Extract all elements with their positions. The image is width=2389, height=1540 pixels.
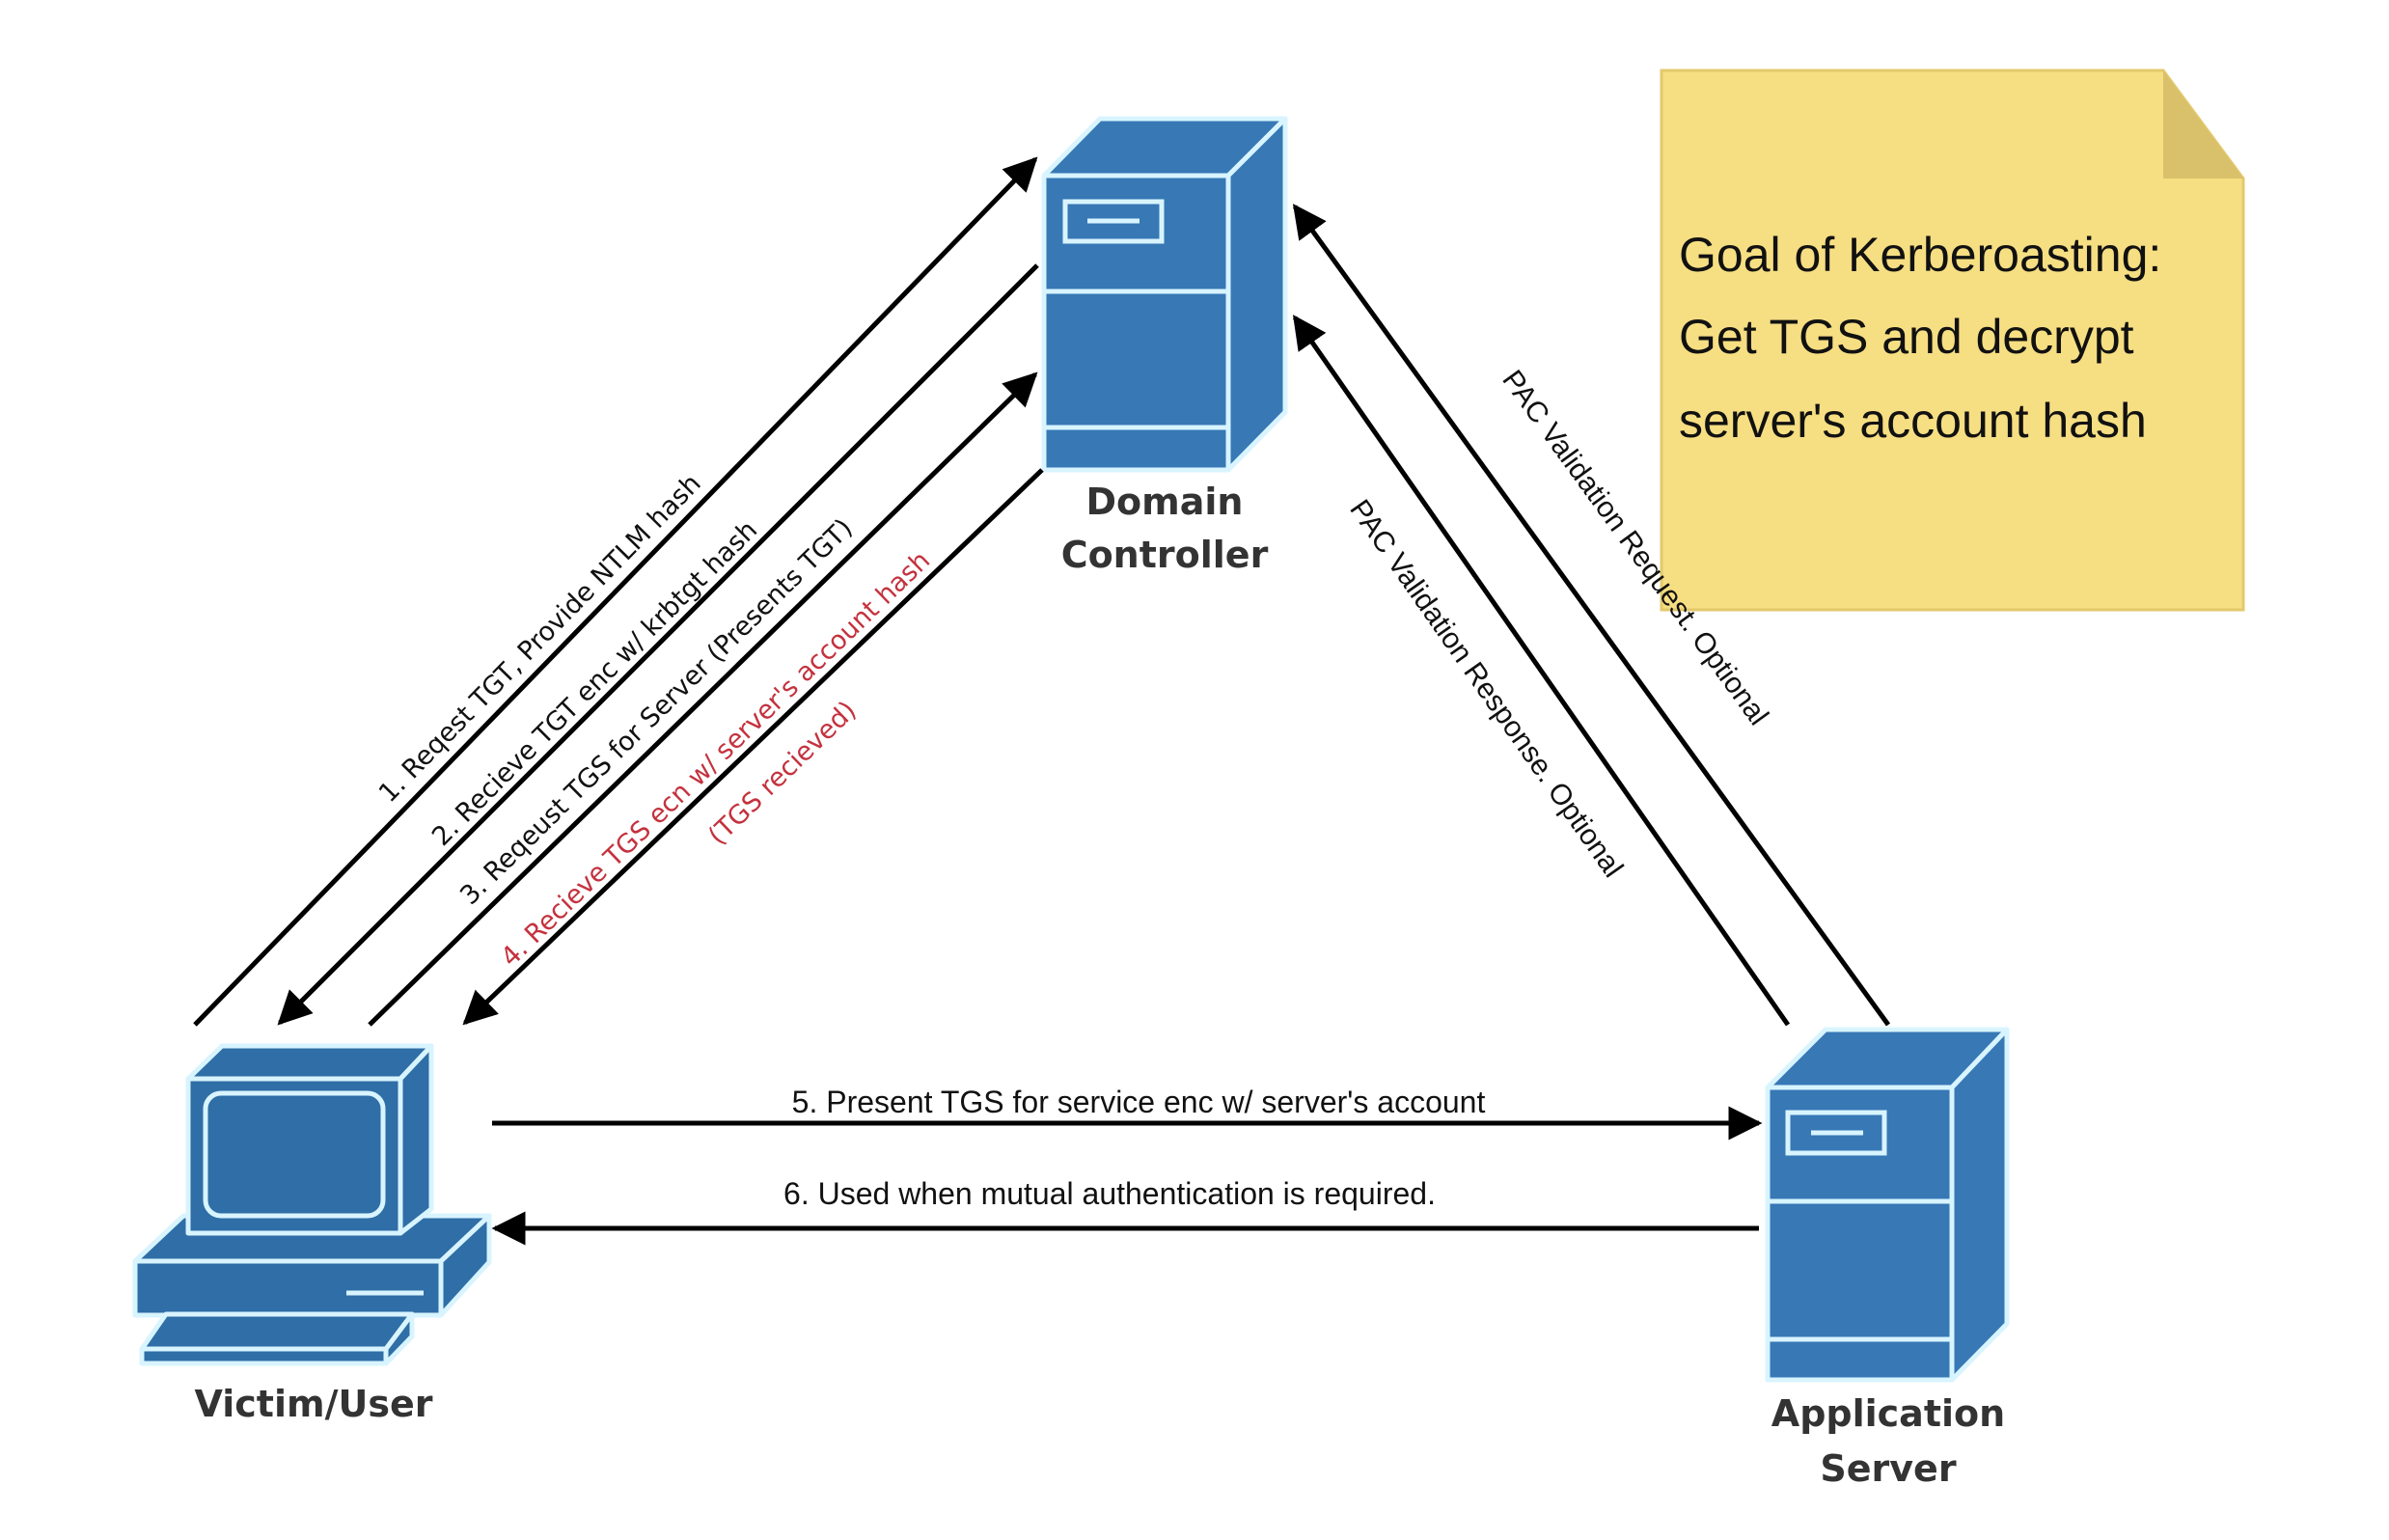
arrow-victim-to-dc-3: [368, 371, 1038, 1027]
arrow-pac-response: [1292, 315, 1791, 1027]
victim-user-label: Victim/User: [195, 1383, 433, 1425]
victim-user-node[interactable]: Victim/User: [132, 1043, 492, 1425]
domain-controller-node[interactable]: Domain Controller: [1041, 116, 1288, 576]
goal-note: Goal of Kerberoasting: Get TGS and decry…: [1660, 69, 2245, 612]
arrow-pac-request: [1292, 204, 1891, 1027]
application-server-label-line2: Server: [1820, 1447, 1956, 1490]
arrow-dc-to-victim-2: [277, 263, 1039, 1026]
note-body: [1660, 69, 2245, 612]
arrow-victim-to-dc-1: [193, 156, 1038, 1027]
desktop-computer-icon: [132, 1043, 492, 1366]
edge-2: 2. Recieve TGT enc w/ krbtgt hash: [277, 263, 1039, 1026]
edge-label-6: 6. Used when mutual authentication is re…: [783, 1176, 1436, 1211]
note-line-3: server's account hash: [1679, 394, 2147, 448]
edge-label-pac-response: PAC Validation Response. Optional: [1343, 494, 1629, 883]
arrow-dc-to-victim-4: [462, 468, 1044, 1026]
edge-6: 6. Used when mutual authentication is re…: [491, 1176, 1759, 1246]
server-icon: [1765, 1027, 2010, 1383]
edge-label-3: 3. Reqeust TGS for Server (Presents TGT): [454, 513, 859, 911]
edge-label-5: 5. Present TGS for service enc w/ server…: [792, 1085, 1486, 1119]
application-server-node[interactable]: Application Server: [1765, 1027, 2010, 1490]
note-line-1: Goal of Kerberoasting:: [1679, 228, 2161, 282]
application-server-label: Application: [1771, 1392, 2005, 1435]
domain-controller-label: Domain: [1086, 481, 1244, 523]
domain-controller-label-line2: Controller: [1061, 534, 1269, 576]
server-icon: [1041, 116, 1288, 473]
note-line-2: Get TGS and decrypt: [1679, 310, 2134, 364]
edge-5: 5. Present TGS for service enc w/ server…: [492, 1085, 1763, 1141]
note-fold: [2163, 70, 2243, 179]
